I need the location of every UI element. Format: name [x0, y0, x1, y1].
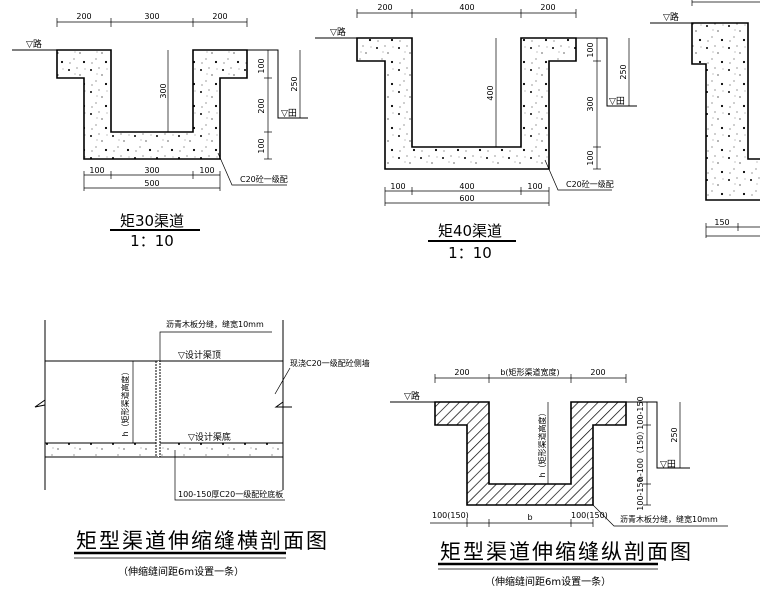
- total-width-label: 600: [459, 194, 474, 203]
- dim-label: 200: [377, 3, 392, 12]
- channel-partial-drawing: ▽路 150: [650, 0, 760, 238]
- field-level-marker: ▽田: [281, 108, 297, 119]
- drawing-scale: 1：10: [130, 232, 174, 250]
- road-level-marker: ▽路: [330, 26, 346, 38]
- dim-label: 250: [290, 76, 299, 91]
- dim-label: 100: [586, 42, 595, 57]
- joint-note: 沥青木板分缝，缝宽10mm: [620, 514, 718, 524]
- concrete-section: [56, 49, 248, 160]
- drawing-title: 矩40渠道: [438, 222, 502, 240]
- dim-label: 300: [144, 12, 159, 21]
- dim-label: 100: [586, 150, 595, 165]
- road-level-marker: ▽路: [404, 390, 420, 402]
- concrete-section: [691, 22, 760, 201]
- dim-label: 100: [257, 58, 266, 73]
- dim-label: 100: [89, 166, 104, 175]
- total-width-label: 500: [144, 179, 159, 188]
- dim-label: 300: [586, 96, 595, 111]
- dim-label: 200: [76, 12, 91, 21]
- depth-dim-label: 400: [486, 85, 495, 100]
- dim-label: 150: [714, 218, 729, 227]
- height-dim-label: h（矩形渠道高度）: [537, 408, 547, 477]
- height-dim-label: h（矩形渠道高度）: [120, 367, 130, 436]
- top-dimension-line: [56, 18, 248, 27]
- wall-note: 现浇C20一级配砼侧墙: [290, 358, 370, 368]
- dim-label: 300: [144, 166, 159, 175]
- dim-label: 100: [390, 182, 405, 191]
- dim-label: 200: [212, 12, 227, 21]
- road-level-marker: ▽路: [663, 11, 679, 23]
- section-title: 矩型渠道伸缩缝横剖面图: [76, 529, 329, 553]
- dim-label: 200: [257, 98, 266, 113]
- dim-label: 100: [199, 166, 214, 175]
- joint-note: 沥青木板分缝，缝宽10mm: [166, 319, 264, 329]
- section-title: 矩型渠道伸缩缝纵剖面图: [440, 540, 693, 564]
- drawing-scale: 1：10: [448, 244, 492, 262]
- material-note: C20砼一级配: [566, 179, 614, 189]
- cross-section-drawing: 沥青木板分缝，缝宽10mm ▽设计渠顶 现浇C20一级配砼侧墙 h（矩形渠道高度…: [34, 319, 370, 578]
- material-note: C20砼一级配: [240, 174, 288, 184]
- dim-label: b(矩形渠道宽度): [500, 367, 559, 377]
- depth-dim-label: 300: [159, 83, 168, 98]
- channel-40-drawing: 200 400 200 ▽路 400 100 300 100 250 ▽田 10…: [315, 3, 637, 262]
- long-section-drawing: 200 b(矩形渠道宽度) 200 ▽路 h（矩形渠道高度） 100-150 h…: [390, 367, 728, 588]
- dim-label: 250: [670, 427, 679, 442]
- road-level-marker: ▽路: [26, 38, 42, 50]
- slab-note: 100-150厚C20一级配砼底板: [178, 489, 283, 499]
- drawing-title: 矩30渠道: [120, 212, 184, 230]
- field-level-marker: ▽田: [609, 96, 625, 107]
- dim-label: b: [527, 513, 532, 522]
- channel-30-drawing: 200 300 200 ▽路 300 100 200 100 250 ▽田 10…: [12, 12, 308, 250]
- design-bottom-marker: ▽设计渠底: [188, 431, 231, 443]
- dim-label: 200: [454, 368, 469, 377]
- dim-label: h-100（150）: [636, 427, 645, 482]
- dim-label: 400: [459, 182, 474, 191]
- concrete-section: [356, 37, 577, 170]
- dim-label: 250: [619, 64, 628, 79]
- section-subtitle: （伸缩缝间距6m设置一条）: [485, 575, 611, 588]
- dim-label: 100(150): [571, 511, 608, 520]
- dim-label: 100(150): [432, 511, 469, 520]
- dim-label: 200: [540, 3, 555, 12]
- field-level-line: [247, 49, 308, 119]
- dim-label: 100-150: [636, 477, 645, 510]
- dim-label: 400: [459, 3, 474, 12]
- bottom-slab: [44, 442, 284, 458]
- field-level-marker: ▽田: [660, 459, 676, 470]
- design-top-marker: ▽设计渠顶: [178, 349, 221, 361]
- dim-label: 100: [527, 182, 542, 191]
- section-subtitle: （伸缩缝间距6m设置一条）: [118, 565, 244, 578]
- dim-label: 200: [590, 368, 605, 377]
- dim-label: 100-150: [636, 396, 645, 429]
- dim-label: 100: [257, 138, 266, 153]
- expansion-joint: [155, 360, 161, 458]
- hatched-section: [434, 401, 627, 506]
